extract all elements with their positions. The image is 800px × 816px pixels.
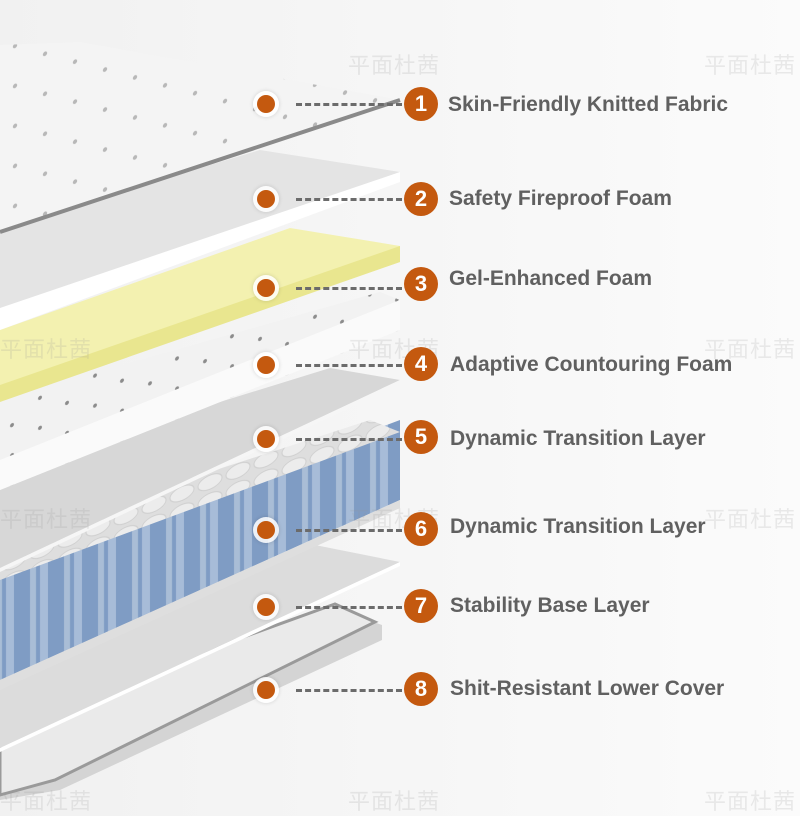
number-badge: 4 [404, 347, 438, 381]
leader-line [296, 689, 402, 692]
marker-dot-icon [253, 275, 279, 301]
layer-label: Skin-Friendly Knitted Fabric [448, 93, 729, 116]
layer-label: Shit-Resistant Lower Cover [450, 677, 725, 700]
leader-line [296, 606, 402, 609]
marker-dot-icon [253, 186, 279, 212]
number-badge: 3 [404, 267, 438, 301]
marker-dot-icon [253, 517, 279, 543]
number-badge: 1 [404, 87, 438, 121]
number-badge: 6 [404, 512, 438, 546]
number-badge: 8 [404, 672, 438, 706]
number-badge: 7 [404, 589, 438, 623]
leader-line [296, 287, 402, 290]
marker-dot-icon [253, 91, 279, 117]
callout-layer-6: 6 Dynamic Transition Layer [0, 512, 800, 546]
marker-dot-icon [253, 594, 279, 620]
leader-line [296, 364, 402, 367]
callout-layer-3: 3 Gel-Enhanced Foam [0, 267, 800, 303]
marker-dot-icon [253, 677, 279, 703]
callout-layer-2: 2 Safety Fireproof Foam [0, 182, 800, 216]
layer-label: Dynamic Transition Layer [450, 427, 706, 450]
layer-label: Stability Base Layer [450, 594, 650, 617]
marker-dot-icon [253, 352, 279, 378]
leader-line [296, 198, 402, 201]
callout-layer-1: 1 Skin-Friendly Knitted Fabric [0, 87, 800, 121]
layer-label: Safety Fireproof Foam [449, 187, 672, 210]
leader-line [296, 103, 402, 106]
callout-layer-4: 4 Adaptive Countouring Foam [0, 347, 800, 381]
marker-dot-icon [253, 426, 279, 452]
leader-line [296, 438, 402, 441]
number-badge: 2 [404, 182, 438, 216]
layer-label: Gel-Enhanced Foam [449, 267, 653, 290]
leader-line [296, 529, 402, 532]
layer-label: Dynamic Transition Layer [450, 515, 706, 538]
layer-label: Adaptive Countouring Foam [450, 353, 733, 376]
callout-layer-7: 7 Stability Base Layer [0, 589, 800, 623]
callout-layer-8: 8 Shit-Resistant Lower Cover [0, 672, 800, 706]
number-badge: 5 [404, 420, 438, 454]
callout-layer-5: 5 Dynamic Transition Layer [0, 420, 800, 454]
